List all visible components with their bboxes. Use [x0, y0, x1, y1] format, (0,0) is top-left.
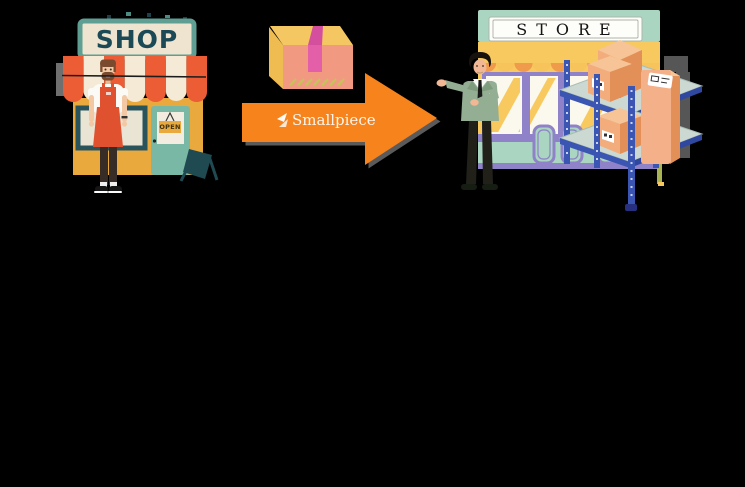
- manager-shoe: [461, 184, 477, 190]
- package-tape-front: [308, 45, 322, 72]
- shopkeeper-apron: [93, 107, 123, 147]
- shipping-label: [602, 130, 614, 143]
- manager-arm-bent: [476, 90, 499, 106]
- open-sign-label: OPEN: [159, 123, 181, 131]
- manager-shoe: [482, 184, 498, 190]
- manager-leg: [482, 120, 493, 184]
- shipping-label: [647, 72, 673, 89]
- awning-rod-line: [61, 74, 207, 78]
- shopkeeper-leg: [109, 147, 117, 185]
- shopkeeper-hair: [100, 59, 116, 67]
- warehouse-rack: [558, 40, 704, 211]
- bird-arrow-logo-icon: [277, 113, 288, 127]
- shopkeeper-leg: [100, 147, 108, 185]
- open-sign: [159, 121, 181, 133]
- rack-foot: [625, 204, 637, 211]
- store-shadow: [664, 56, 688, 72]
- rack-post-mid: [594, 74, 600, 168]
- open-sign-hanger: [165, 111, 175, 122]
- store-base-strip: [478, 163, 660, 169]
- shopkeeper-shoe: [95, 186, 108, 192]
- shop-illustration: [56, 12, 219, 193]
- manager-leg: [466, 120, 478, 184]
- store-manager: [436, 52, 499, 190]
- a-frame-sign: [179, 149, 219, 182]
- store-sign-plaque: [488, 16, 643, 42]
- shopkeeper-shoe: [109, 186, 122, 192]
- shop-shadow: [56, 63, 64, 96]
- manager-hair: [469, 52, 491, 67]
- watermark-text: Smallpiece: [292, 111, 376, 129]
- shop-door: [151, 106, 190, 175]
- shopkeeper: [88, 59, 128, 193]
- wrist-watch: [121, 116, 128, 119]
- package-side: [269, 27, 283, 89]
- package-box: [269, 26, 353, 89]
- transfer-arrow: [242, 73, 437, 165]
- manager-hand: [436, 79, 447, 87]
- manager-arm-pointing: [445, 80, 467, 93]
- watermark: Smallpiece: [276, 107, 376, 133]
- package-tape-top: [308, 26, 323, 45]
- shop-sign-label: SHOP: [95, 25, 179, 54]
- shop-awning: [63, 56, 207, 102]
- shopkeeper-arm-right: [122, 95, 127, 122]
- door-knob: [152, 139, 157, 143]
- store-sign-label: STORE: [516, 20, 620, 39]
- store-illustration: [436, 10, 704, 211]
- manager-face: [473, 59, 487, 75]
- package-hatch-marks: [289, 78, 345, 87]
- tall-carton-box: [641, 70, 680, 164]
- shopkeeper-arm-left: [89, 95, 94, 122]
- manager-hand: [470, 99, 479, 106]
- carton-box-lower: [598, 108, 642, 154]
